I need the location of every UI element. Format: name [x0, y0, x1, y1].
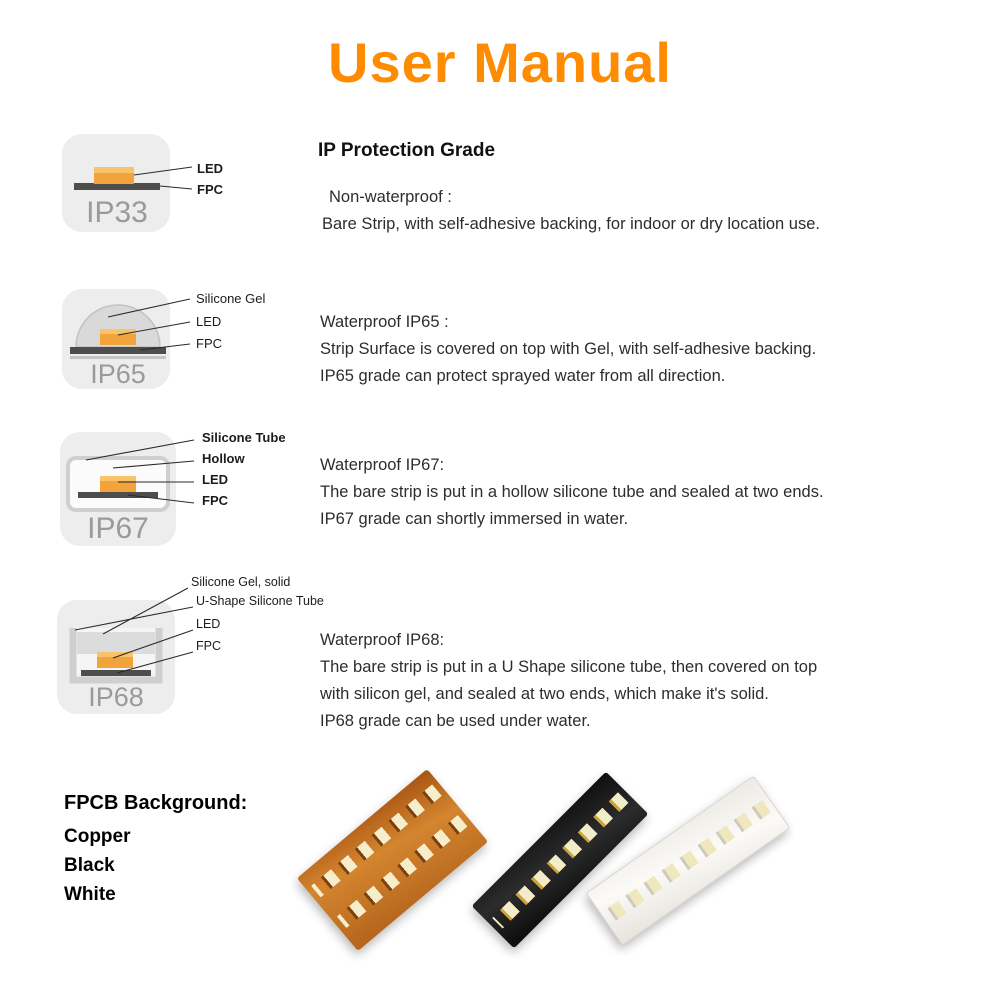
leader-line-led — [133, 166, 193, 176]
desc-title: Waterproof IP67: — [320, 456, 445, 474]
fpcb-option-copper: Copper — [64, 826, 131, 847]
desc-line: Strip Surface is covered on top with Gel… — [320, 340, 817, 358]
fpcb-option-white: White — [64, 884, 116, 905]
ip67-label-led: LED — [202, 472, 228, 487]
leader-line-fpc — [139, 343, 191, 351]
leader-line-gel — [107, 298, 191, 318]
ip67-label-fpc: FPC — [202, 493, 228, 508]
desc-title: Waterproof IP65 : — [320, 313, 449, 331]
desc-line: The bare strip is put in a U Shape silic… — [320, 658, 818, 676]
desc-line: IP65 grade can protect sprayed water fro… — [320, 367, 726, 385]
desc-line: IP67 grade can shortly immersed in water… — [320, 510, 629, 528]
desc-line: The bare strip is put in a hollow silico… — [320, 483, 824, 501]
leader-line-tube — [74, 606, 194, 631]
ip67-label-tube: Silicone Tube — [202, 430, 286, 445]
ip67-label-hollow: Hollow — [202, 451, 245, 466]
desc-line: with silicon gel, and sealed at two ends… — [320, 685, 769, 703]
ip68-label-gel: Silicone Gel, solid — [191, 575, 291, 589]
leader-line-tube — [85, 439, 195, 461]
ip68-grade-text: IP68 — [88, 682, 144, 712]
desc-line: Bare Strip, with self-adhesive backing, … — [322, 215, 820, 233]
desc-title: Waterproof IP68: — [320, 631, 445, 649]
ip65-diagram: IP65 — [62, 289, 191, 389]
ip65-label-led: LED — [196, 314, 222, 329]
ip33-description: Non-waterproof : Bare Strip, with self-a… — [322, 184, 820, 238]
ip68-label-tube: U-Shape Silicone Tube — [196, 594, 324, 608]
led-highlight — [100, 476, 136, 481]
silicone-gel-dome — [75, 304, 161, 348]
ip33-diagram: IP33 — [62, 134, 193, 232]
leader-line-led — [117, 321, 191, 336]
leader-line-fpc — [127, 494, 195, 504]
ip68-label-fpc: FPC — [196, 639, 221, 653]
ip67-diagram: IP67 — [60, 432, 195, 546]
ip67-grade-text: IP67 — [87, 512, 149, 545]
ip68-description: Waterproof IP68: The bare strip is put i… — [320, 627, 817, 735]
ip68-diagram: IP68 — [57, 587, 194, 714]
led-highlight — [100, 329, 136, 334]
led-strip-copper-photo — [296, 768, 489, 952]
ip-protection-grade-heading: IP Protection Grade — [318, 140, 496, 161]
led-highlight — [97, 652, 133, 657]
fpc-layer — [70, 347, 166, 354]
leader-line-fpc — [159, 185, 193, 190]
led-chips-column — [311, 784, 442, 898]
fpc-layer — [78, 492, 158, 498]
leader-line-led — [112, 629, 194, 659]
fpc-layer — [74, 183, 160, 190]
leader-line-gel — [102, 587, 189, 635]
leader-line-hollow — [112, 460, 195, 469]
ip65-grade-text: IP65 — [90, 359, 146, 389]
silicone-gel-solid — [77, 632, 155, 654]
ip67-description: Waterproof IP67: The bare strip is put i… — [320, 452, 824, 533]
desc-line: IP68 grade can be used under water. — [320, 712, 591, 730]
ip65-label-gel: Silicone Gel — [196, 291, 266, 306]
fpcb-option-black: Black — [64, 855, 115, 876]
ip33-label-fpc: FPC — [197, 182, 223, 197]
led-highlight — [94, 167, 134, 173]
desc-title: Non-waterproof : — [329, 188, 452, 206]
fpc-layer — [81, 670, 151, 676]
ip33-grade-text: IP33 — [86, 196, 148, 229]
led-chips-column — [336, 815, 468, 929]
page-title: User Manual — [328, 31, 672, 94]
fpcb-background-heading: FPCB Background: — [64, 792, 248, 814]
ip65-label-fpc: FPC — [196, 336, 222, 351]
ip68-label-led: LED — [196, 617, 221, 631]
ip33-label-led: LED — [197, 161, 223, 176]
leader-line-fpc — [116, 651, 194, 674]
backing-layer — [70, 356, 166, 359]
ip65-description: Waterproof IP65 : Strip Surface is cover… — [320, 309, 816, 390]
